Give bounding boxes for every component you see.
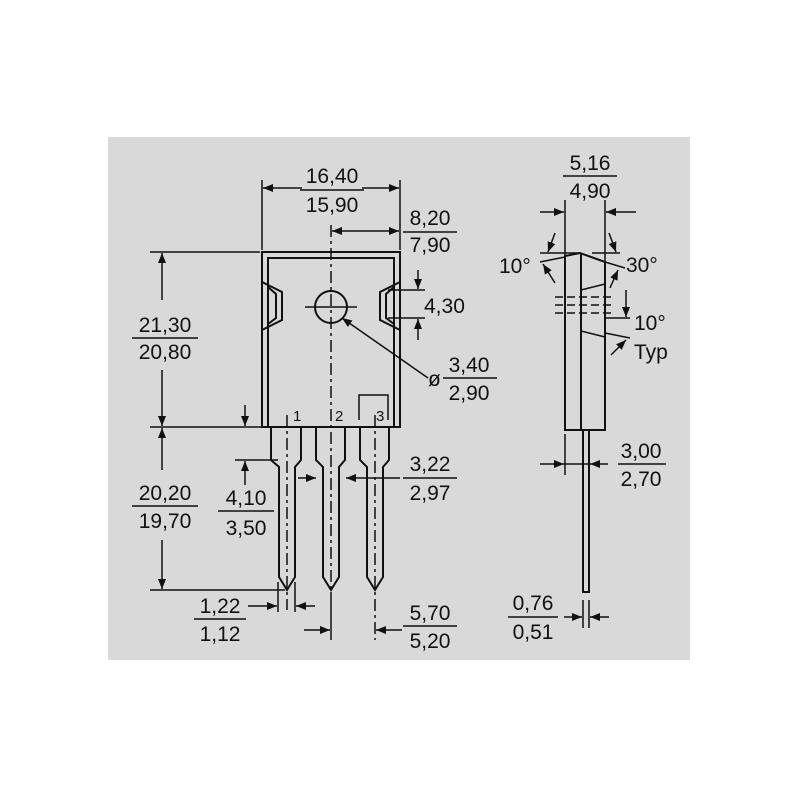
angle-left: 10° [499, 255, 531, 278]
pitch-max: 5,70 [410, 602, 451, 625]
lead-tip-max: 1,22 [200, 595, 241, 618]
lead-width-min: 2,97 [410, 482, 451, 505]
lead-thickness-max: 0,76 [513, 592, 554, 615]
side-body-outline [564, 251, 606, 431]
notch-value: 4,30 [424, 295, 465, 318]
lead-length-min: 19,70 [139, 510, 192, 533]
tab-thickness-min: 2,70 [621, 468, 662, 491]
hole-diameter-min: 2,90 [449, 382, 490, 405]
pin-label-3: 3 [376, 408, 384, 425]
hole-diameter-leader [341, 317, 429, 379]
angle-left-arrow [547, 232, 556, 253]
leads [270, 415, 390, 640]
angle-right-arrow [608, 232, 617, 253]
hole-offset-max: 8,20 [410, 207, 451, 230]
body-height-max: 21,30 [139, 314, 192, 337]
pin-label-1: 1 [293, 408, 301, 425]
lead-thickness-min: 0,51 [513, 621, 554, 644]
width-max: 16,40 [306, 165, 359, 188]
hole-diameter-max: 3,40 [449, 354, 490, 377]
side-lead [582, 430, 590, 593]
hidden-lines [555, 296, 615, 314]
lead-length-max: 20,20 [139, 482, 192, 505]
diameter-symbol: ø [428, 368, 441, 391]
thickness-max: 5,16 [570, 152, 611, 175]
pin-label-2: 2 [335, 408, 343, 425]
angle-right: 30° [626, 254, 658, 277]
side-view: 5,16 4,90 10° 30° 10° Typ 3,00 2,70 0,76… [499, 152, 668, 644]
pin3-bracket [358, 394, 389, 420]
lead-width-max: 3,22 [410, 453, 451, 476]
pitch-min: 5,20 [410, 630, 451, 653]
thickness-min: 4,90 [570, 180, 611, 203]
width-min: 15,90 [306, 194, 359, 217]
lead-shoulder-max: 4,10 [226, 487, 267, 510]
lead-tip-min: 1,12 [200, 623, 241, 646]
hole-offset-min: 7,90 [410, 234, 451, 257]
left-notch [261, 281, 283, 331]
body-height-min: 20,80 [139, 341, 192, 364]
lead-shoulder-min: 3,50 [226, 517, 267, 540]
front-view: 1 2 3 16,40 15,90 8,20 7,90 21,30 20,80 … [132, 165, 497, 653]
typ-label: Typ [634, 341, 668, 364]
tab-thickness-max: 3,00 [621, 440, 662, 463]
angle-typ: 10° [634, 312, 666, 335]
